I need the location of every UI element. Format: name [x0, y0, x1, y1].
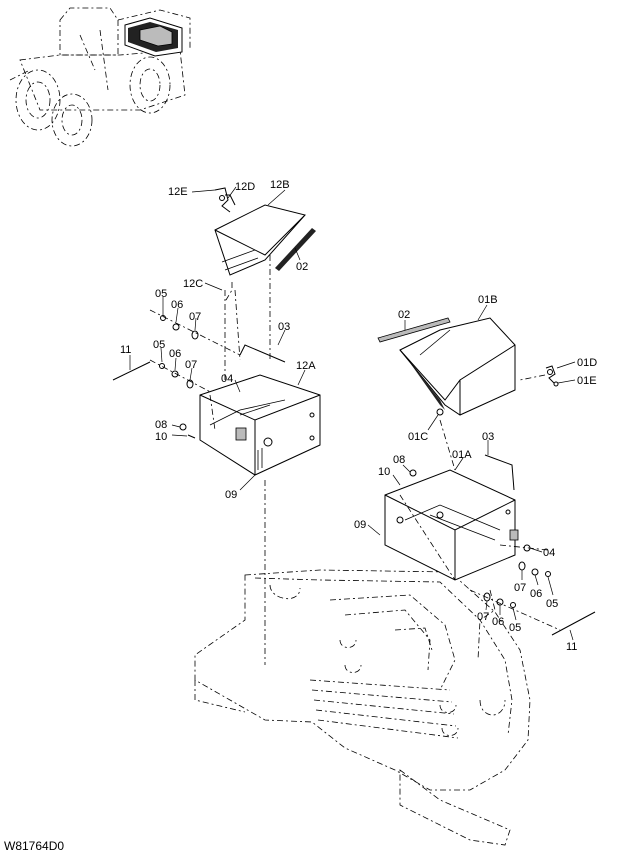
right-latch [545, 365, 559, 387]
callout-06-left-a: 06 [171, 299, 183, 311]
callout-09-right: 09 [354, 519, 366, 531]
callout-12E: 12E [168, 186, 188, 198]
right-hold-down-bar [484, 454, 515, 491]
left-bolt [179, 423, 196, 439]
callout-11-right: 11 [566, 641, 577, 653]
callout-01D: 01D [577, 357, 597, 369]
callout-07-left-a: 07 [189, 311, 201, 323]
right-battery-box [384, 469, 519, 581]
left-cover [214, 194, 306, 276]
left-hold-down-bar [239, 344, 286, 363]
callout-12C: 12C [183, 278, 203, 290]
callout-07-right-a: 07 [514, 582, 526, 594]
left-latch [214, 187, 231, 213]
callout-02-right: 02 [398, 309, 410, 321]
callout-06-right-b: 06 [492, 616, 504, 628]
right-rod [551, 611, 596, 636]
callout-01A: 01A [452, 449, 472, 461]
callout-06-right-a: 06 [530, 588, 542, 600]
leader-lines [129, 186, 576, 641]
callout-08-right: 08 [393, 454, 405, 466]
callout-11-left: 11 [120, 344, 131, 356]
callout-01B: 01B [478, 294, 498, 306]
callout-01C: 01C [408, 431, 428, 443]
callout-12A: 12A [296, 360, 316, 372]
left-center-lines [209, 255, 271, 665]
callout-05-right-a: 05 [546, 598, 558, 610]
callout-03-right: 03 [482, 431, 494, 443]
right-weather-strip [377, 317, 451, 343]
callout-01E: 01E [577, 375, 597, 387]
right-center-lines [399, 374, 546, 661]
callout-12D: 12D [235, 181, 255, 193]
callout-05-left-b: 05 [153, 339, 165, 351]
callout-09-left: 09 [225, 489, 237, 501]
left-rod [112, 361, 151, 381]
right-fasteners-lower [469, 589, 561, 631]
callout-05-left-a: 05 [155, 288, 167, 300]
left-battery-box [199, 374, 321, 476]
callout-04-right: 04 [543, 547, 555, 559]
callout-05-right-b: 05 [509, 622, 521, 634]
callout-02-left: 02 [296, 261, 308, 273]
callout-07-right-b: 07 [477, 611, 489, 623]
callout-03-left: 03 [278, 321, 290, 333]
callout-labels: 12E 12D 12B 02 12C 05 06 07 03 11 05 06 … [120, 179, 597, 653]
machine-overview-thumbnail [9, 7, 191, 147]
callout-12B: 12B [270, 179, 290, 191]
right-cover-bolt [436, 408, 444, 416]
right-fasteners-upper [499, 544, 551, 577]
callout-06-left-b: 06 [169, 348, 181, 360]
right-bolt [409, 469, 417, 477]
callout-10-right: 10 [378, 466, 390, 478]
callout-08-left: 08 [155, 419, 167, 431]
callout-04-left: 04 [221, 373, 233, 385]
right-cover [399, 317, 516, 416]
drawing-code: W81764D0 [4, 839, 64, 853]
callout-10-left: 10 [155, 431, 167, 443]
highlighted-battery-box [124, 17, 183, 57]
left-fasteners-upper [149, 309, 241, 356]
callout-07-left-b: 07 [185, 359, 197, 371]
